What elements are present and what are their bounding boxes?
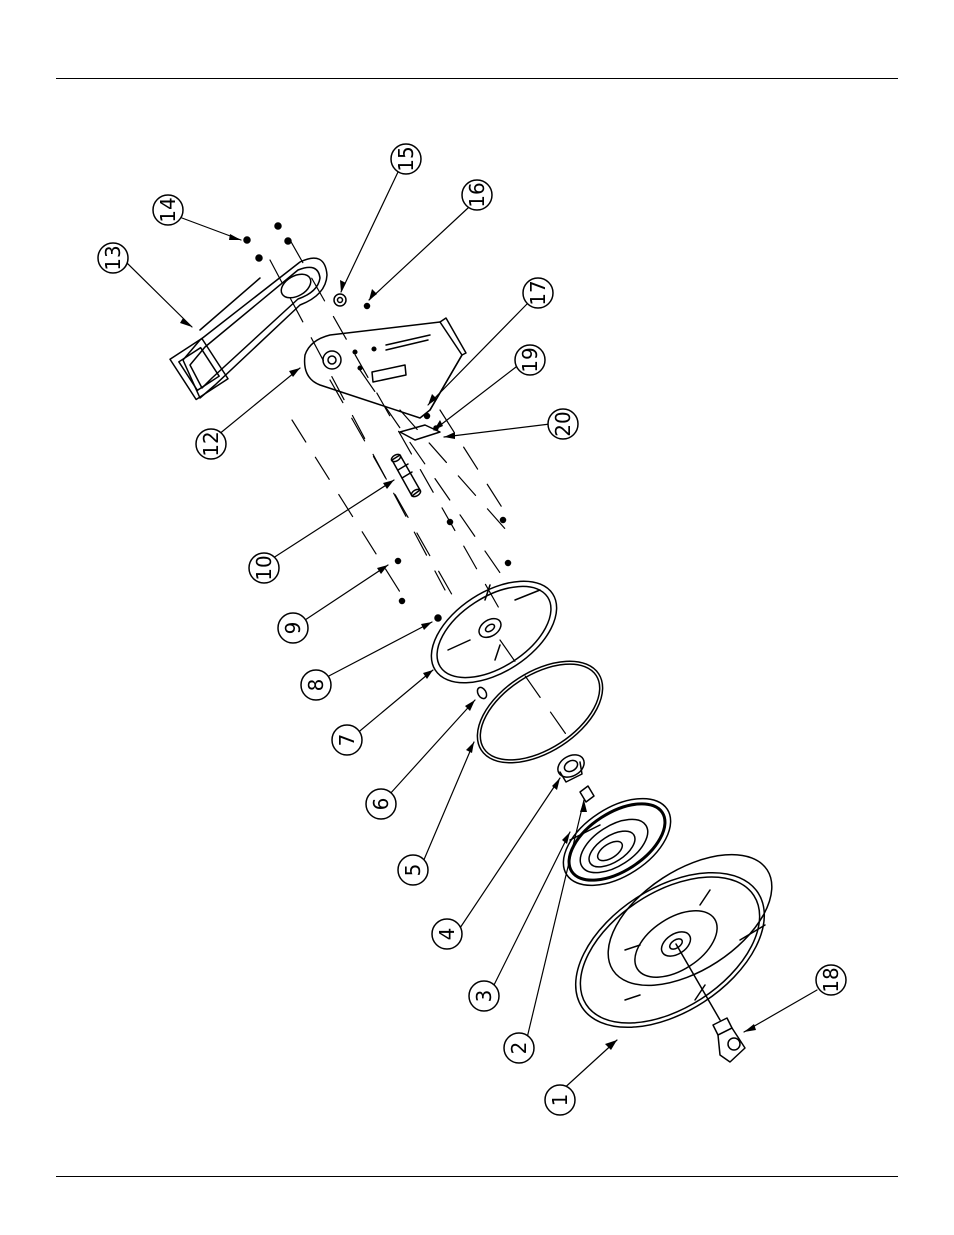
callout-number: 2 bbox=[507, 1042, 531, 1055]
callout-19: 19 bbox=[515, 345, 545, 375]
callout-number: 20 bbox=[551, 411, 575, 436]
callout-2: 2 bbox=[504, 1033, 534, 1063]
callout-number: 17 bbox=[526, 280, 550, 305]
callout-20: 20 bbox=[548, 409, 578, 439]
callout-6: 6 bbox=[366, 789, 396, 819]
shaft-part-10 bbox=[390, 453, 422, 498]
callout-number: 8 bbox=[304, 679, 328, 692]
callout-18: 18 bbox=[816, 965, 846, 995]
callout-number: 7 bbox=[335, 734, 359, 747]
fasteners-part-9 bbox=[396, 518, 511, 604]
callout-number: 10 bbox=[252, 555, 276, 580]
callout-number: 5 bbox=[401, 864, 425, 877]
callout-3: 3 bbox=[469, 981, 499, 1011]
callout-14: 14 bbox=[153, 195, 183, 225]
callout-number: 18 bbox=[819, 967, 843, 992]
callout-5: 5 bbox=[398, 855, 428, 885]
callout-number: 19 bbox=[518, 347, 542, 372]
callout-10: 10 bbox=[249, 553, 279, 583]
callout-15: 15 bbox=[391, 144, 421, 174]
pin-part-6 bbox=[476, 686, 489, 700]
callout-12: 12 bbox=[196, 429, 226, 459]
leader-arrowheads bbox=[180, 234, 756, 1050]
gasket-ring-part-5 bbox=[460, 640, 621, 783]
callout-number: 9 bbox=[281, 622, 305, 635]
bracket-part-13 bbox=[170, 258, 327, 399]
swivel-fitting-part-18 bbox=[713, 1018, 745, 1062]
fitting-part-2 bbox=[580, 786, 594, 802]
spring-housing-part-3 bbox=[548, 781, 686, 903]
callout-4: 4 bbox=[432, 919, 462, 949]
callout-1: 1 bbox=[545, 1085, 575, 1115]
callout-number: 4 bbox=[435, 928, 459, 941]
frame-plate-part-12 bbox=[305, 318, 466, 418]
callout-9: 9 bbox=[278, 613, 308, 643]
callout-number: 12 bbox=[199, 431, 223, 456]
screw-part-16 bbox=[365, 304, 370, 309]
bolts-part-14 bbox=[244, 223, 291, 261]
callout-13: 13 bbox=[98, 243, 128, 273]
callout-number: 1 bbox=[548, 1094, 572, 1107]
callout-8: 8 bbox=[301, 670, 331, 700]
callout-number: 3 bbox=[472, 990, 496, 1003]
bushing-part-4 bbox=[554, 750, 588, 782]
callout-16: 16 bbox=[462, 180, 492, 210]
callout-number: 14 bbox=[156, 197, 180, 222]
callout-number: 15 bbox=[394, 146, 418, 171]
callout-7: 7 bbox=[332, 725, 362, 755]
callout-number: 16 bbox=[465, 182, 489, 207]
nut-part-15 bbox=[334, 294, 346, 306]
leader-lines bbox=[126, 172, 817, 1092]
callout-number: 13 bbox=[101, 245, 125, 270]
callout-17: 17 bbox=[523, 278, 553, 308]
callout-number: 6 bbox=[369, 798, 393, 811]
flange-disk-part-7 bbox=[414, 560, 575, 703]
fastener-part-8 bbox=[435, 615, 441, 621]
